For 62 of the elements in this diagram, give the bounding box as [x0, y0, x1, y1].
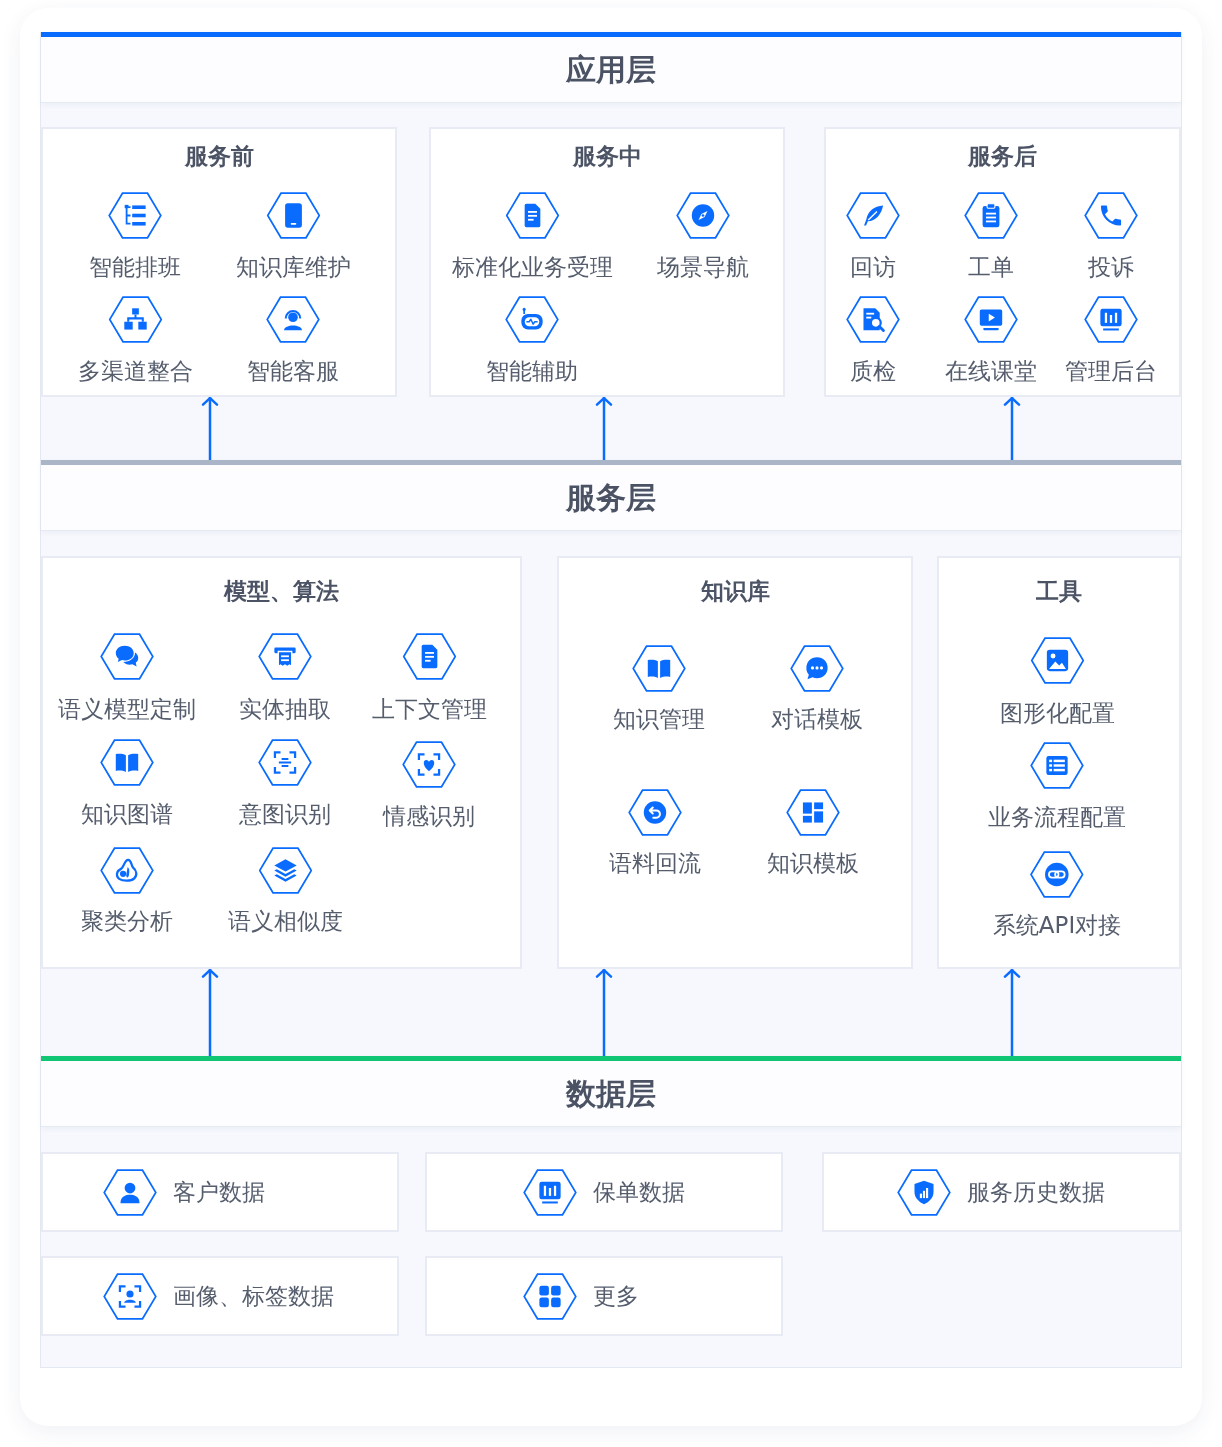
feature-label: 投诉	[1088, 252, 1134, 281]
feature-label: 知识图谱	[81, 800, 173, 828]
data-source-card	[41, 1256, 399, 1336]
panel-title: 知识库	[700, 577, 770, 605]
data-source-card	[41, 1152, 399, 1232]
feature-label: 图形化配置	[999, 699, 1115, 727]
arrow	[201, 396, 219, 460]
feature-label: 意图识别	[239, 800, 331, 828]
category-panel	[557, 556, 913, 969]
arrow	[595, 396, 613, 460]
layer-header	[41, 32, 1181, 103]
data-source-card	[822, 1152, 1181, 1232]
feature-label: 对话模板	[771, 705, 863, 733]
feature-label: 业务流程配置	[988, 803, 1126, 831]
layer-header	[41, 1056, 1181, 1127]
feature-label: 语义相似度	[227, 907, 343, 935]
panel-title: 服务前	[184, 142, 254, 170]
feature-label: 场景导航	[657, 252, 749, 281]
feature-label: 系统API对接	[992, 911, 1122, 939]
category-panel	[41, 556, 522, 969]
feature-label: 多渠道整合	[77, 356, 193, 385]
category-panel	[41, 127, 397, 397]
layer-header	[41, 460, 1181, 531]
feature-label: 语料回流	[609, 849, 701, 877]
feature-label: 回访	[850, 252, 896, 281]
data-label: 更多	[593, 1282, 639, 1310]
feature-label: 工单	[968, 252, 1014, 281]
data-label: 客户数据	[173, 1178, 265, 1206]
arrow	[595, 968, 613, 1056]
feature-label: 质检	[850, 356, 896, 385]
feature-label: 管理后台	[1065, 356, 1157, 385]
panel-title: 服务中	[572, 142, 642, 170]
feature-label: 实体抽取	[239, 695, 331, 723]
layer-title: 应用层	[566, 51, 656, 88]
category-panel	[429, 127, 785, 397]
feature-label: 智能客服	[247, 356, 339, 385]
arrow	[1003, 396, 1021, 460]
feature-label: 知识库维护	[235, 252, 351, 281]
feature-label: 智能辅助	[486, 356, 578, 385]
layer-title: 数据层	[566, 1075, 656, 1112]
panel-title: 模型、算法	[224, 577, 339, 605]
data-label: 保单数据	[593, 1178, 685, 1206]
category-panel	[824, 127, 1181, 397]
panel-title: 服务后	[968, 142, 1037, 170]
panel-title: 工具	[1036, 577, 1082, 605]
feature-label: 聚类分析	[81, 907, 173, 935]
feature-label: 情感识别	[383, 802, 475, 830]
category-panel	[937, 556, 1181, 969]
feature-label: 知识管理	[613, 705, 705, 733]
feature-label: 智能排班	[89, 252, 181, 281]
arrow	[1003, 968, 1021, 1056]
data-source-card	[425, 1256, 783, 1336]
arrow	[201, 968, 219, 1056]
data-label: 画像、标签数据	[173, 1282, 334, 1310]
data-source-card	[425, 1152, 783, 1232]
feature-label: 上下文管理	[371, 695, 487, 723]
layer-title: 服务层	[566, 479, 656, 516]
feature-label: 语义模型定制	[58, 695, 196, 723]
feature-label: 标准化业务受理	[451, 252, 613, 281]
feature-label: 在线课堂	[945, 356, 1037, 385]
feature-label: 知识模板	[767, 849, 859, 877]
data-label: 服务历史数据	[967, 1178, 1105, 1206]
